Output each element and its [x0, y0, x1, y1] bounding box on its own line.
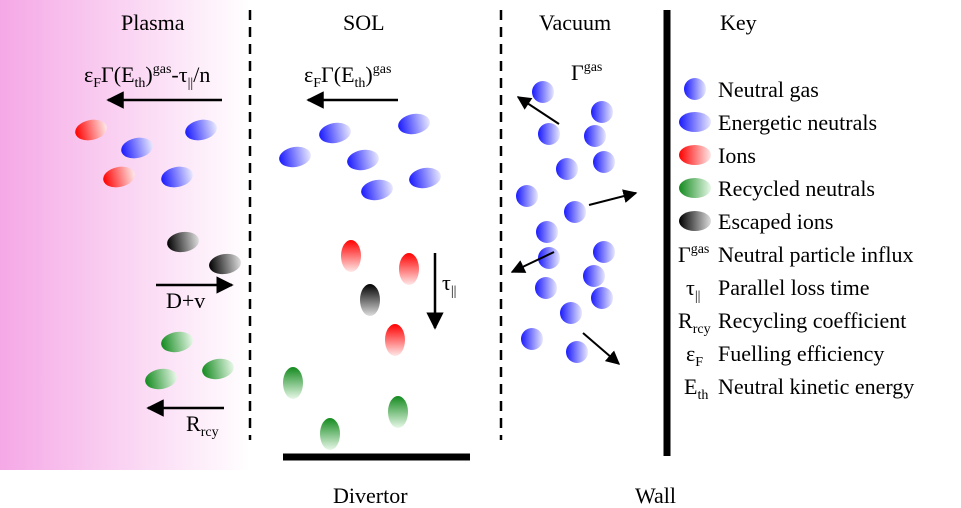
key-swatch-neutral-gas	[684, 78, 706, 100]
ion-particle	[75, 119, 107, 141]
ion-particle	[103, 166, 135, 188]
neutral-gas-particle	[538, 247, 560, 269]
neutral-gas-particle	[593, 241, 615, 263]
key-legend: Neutral gas Energetic neutrals Ions Recy…	[678, 77, 914, 403]
neutral-gas-particle	[560, 302, 582, 324]
neutral-gas-particle	[564, 201, 586, 223]
key-symbol-energy: Eth	[684, 374, 708, 403]
label-divertor: Divertor	[333, 483, 408, 508]
neutral-gas-particle	[538, 123, 560, 145]
diffusion-label: D+v	[166, 288, 205, 313]
key-label-fuelling: Fuelling efficiency	[718, 341, 884, 366]
vacuum-arrow	[588, 189, 638, 206]
key-label-influx: Neutral particle influx	[718, 242, 913, 267]
vacuum-arrow	[582, 332, 621, 365]
key-symbol-fuelling: εF	[686, 341, 703, 370]
recycled-neutral-particle	[161, 331, 193, 353]
energetic-neutral-particle	[319, 122, 351, 144]
energetic-neutral-particle	[361, 179, 393, 201]
key-label-ions: Ions	[718, 143, 756, 168]
escaped-ion-particle	[167, 231, 199, 253]
neutral-gas-particle	[591, 287, 613, 309]
label-wall: Wall	[635, 483, 676, 508]
recycled-neutral-particle	[145, 368, 177, 390]
energetic-neutral-particle	[347, 149, 379, 171]
key-label-loss-time: Parallel loss time	[718, 275, 870, 300]
key-label-escaped-ions: Escaped ions	[718, 209, 833, 234]
label-vacuum: Vacuum	[539, 10, 611, 35]
neutral-gas-particle	[536, 221, 558, 243]
neutral-gas-particle	[521, 328, 543, 350]
neutral-gas-particle	[535, 277, 557, 299]
ion-particle	[341, 240, 361, 272]
label-sol: SOL	[343, 10, 385, 35]
ion-particle	[385, 324, 405, 356]
vacuum-arrow	[516, 96, 560, 125]
energetic-neutral-particle	[161, 166, 193, 188]
recycled-neutral-particle	[283, 367, 303, 399]
key-swatch-recycled-neutrals	[679, 178, 711, 198]
recycled-neutral-particle	[202, 358, 234, 380]
energetic-neutral-particle	[279, 146, 311, 168]
tau-label: τ||	[442, 270, 456, 299]
recycled-neutral-particle	[320, 418, 340, 450]
label-plasma: Plasma	[121, 10, 185, 35]
neutral-gas-particle	[556, 158, 578, 180]
key-label-recycled-neutrals: Recycled neutrals	[718, 176, 875, 201]
neutral-gas-particle	[593, 151, 615, 173]
vacuum-arrow	[510, 251, 555, 273]
plasma-flux-label: εFΓ(Eth)gas-τ||/n	[84, 62, 210, 91]
key-symbol-influx: Γgas	[678, 242, 709, 267]
ion-particle	[399, 253, 419, 285]
key-symbol-loss-time: τ||	[686, 275, 700, 304]
plasma-region	[0, 0, 250, 470]
key-label-recycling: Recycling coefficient	[718, 308, 906, 333]
energetic-neutral-particle	[398, 113, 430, 135]
sol-flux-label: εFΓ(Eth)gas	[304, 62, 391, 91]
key-swatch-energetic-neutrals	[679, 112, 711, 132]
vacuum-flux-label: Γgas	[571, 60, 602, 85]
neutral-gas-particle	[532, 81, 554, 103]
label-key: Key	[720, 10, 757, 35]
key-swatch-escaped-ions	[679, 211, 711, 231]
escaped-ion-particle	[360, 284, 380, 316]
key-label-energetic-neutrals: Energetic neutrals	[718, 110, 877, 135]
key-symbol-recycling: Rrcy	[678, 308, 711, 337]
neutral-gas-particle	[583, 265, 605, 287]
recycling-label: Rrcy	[186, 411, 219, 440]
energetic-neutral-particle	[409, 167, 441, 189]
energetic-neutral-particle	[121, 137, 153, 159]
neutral-gas-particle	[566, 341, 588, 363]
neutral-gas-particle	[591, 101, 613, 123]
recycled-neutral-particle	[388, 396, 408, 428]
key-label-energy: Neutral kinetic energy	[718, 374, 914, 399]
key-swatch-ions	[679, 145, 711, 165]
escaped-ion-particle	[209, 253, 241, 275]
energetic-neutral-particle	[185, 119, 217, 141]
neutral-gas-particle	[516, 185, 538, 207]
neutral-gas-cloud	[516, 81, 615, 363]
neutral-gas-particle	[584, 125, 606, 147]
key-label-neutral-gas: Neutral gas	[718, 77, 819, 102]
